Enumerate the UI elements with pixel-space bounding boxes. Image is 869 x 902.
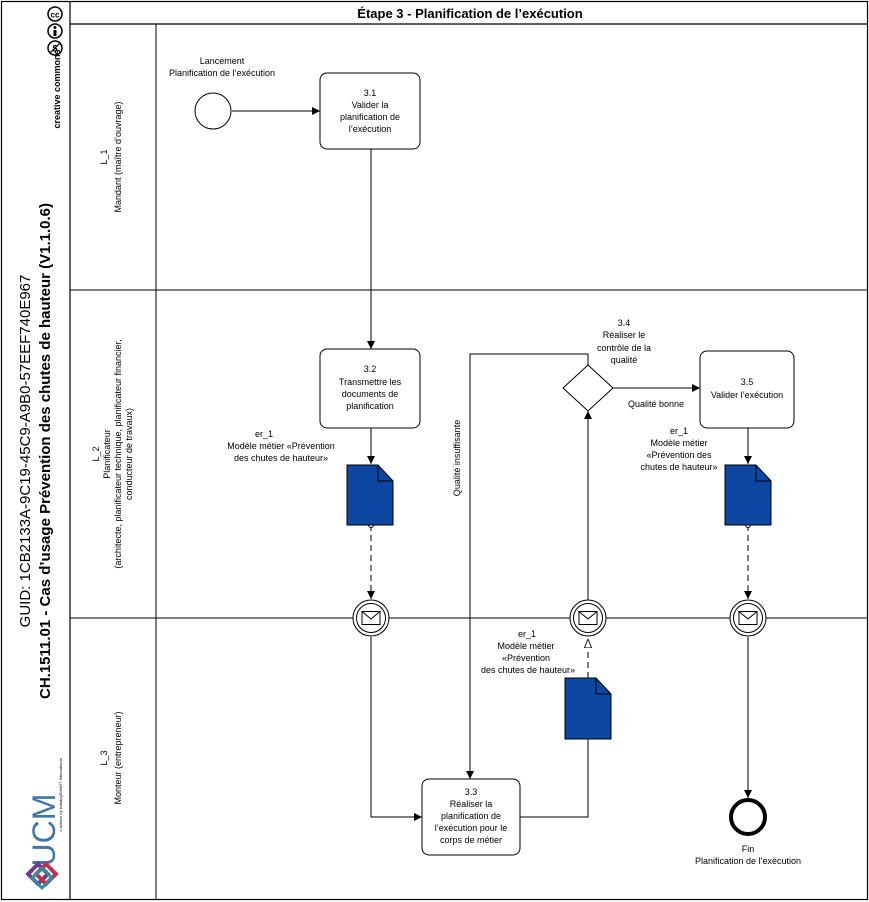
task-3-5-number: 3.5 (741, 377, 754, 387)
data-object-1[interactable]: er_1 Modèle métier «Prévention des chute… (227, 429, 394, 526)
gateway-label-1: Réaliser le (603, 330, 646, 340)
task-3-1-box[interactable] (319, 72, 421, 150)
task-3-3-box[interactable] (421, 778, 521, 856)
end-event-label-1: Fin (742, 844, 755, 854)
lane-3-id: L_3 (99, 750, 109, 765)
envelope-flap (578, 611, 598, 620)
quality-insufficient-label: Qualité insuffisante (452, 420, 462, 496)
task-3-2-number: 3.2 (364, 364, 377, 374)
creative-commons-logo: cc $ creative commons (47, 6, 63, 129)
doc-2-label-2: «Prévention (502, 653, 550, 663)
by-icon-body (53, 30, 57, 36)
doc-3-label-3: chutes de hauteur» (640, 462, 717, 472)
end-event-label-2: Planification de l’exécution (695, 856, 801, 866)
doc-2-id: er_1 (518, 629, 536, 639)
message-event-3[interactable] (729, 599, 767, 637)
task-3-3-label-4: corps de métier (440, 835, 502, 845)
task-3-3-number: 3.3 (465, 787, 478, 797)
guid-title: GUID: 1CB2133A-9C19-45C9-A9B0-57EEF740E9… (17, 275, 34, 628)
task-3-2-label-1: Transmettre les (339, 377, 402, 387)
stage-title: Étape 3 - Planification de l’exécution (357, 6, 582, 21)
task-3-2-label-3: planification (346, 401, 394, 411)
start-event-label-1: Lancement (200, 56, 245, 66)
task-3-3-label-3: l’exécution pour le (435, 823, 508, 833)
lane-2-role-detail-2: conducteur de travaux) (124, 408, 134, 500)
nc-icon-slash (49, 42, 61, 54)
ucm-knot-icon (25, 861, 59, 891)
lane-3-role: Monteur (entrepreneur) (113, 711, 123, 804)
data-object-3[interactable]: er_1 Modèle métier «Prévention des chute… (640, 426, 772, 526)
doc-2-label-1: Modèle métier (497, 641, 554, 651)
message-event-2[interactable] (569, 599, 607, 637)
doc-3-label-2: «Prévention des (646, 450, 712, 460)
document-fold (755, 465, 771, 482)
flow-msg-to-3-3 (370, 637, 422, 821)
gateway-3-4[interactable]: 3.4 Réaliser le contrôle de la qualité (562, 318, 651, 412)
task-3-1-label-2: planification de (340, 112, 400, 122)
task-3-1-number: 3.1 (364, 88, 377, 98)
lane-1-role: Mandant (maître d’ouvrage) (113, 101, 123, 212)
task-3-1[interactable]: 3.1 Valider la planification de l’exécut… (319, 72, 421, 150)
by-icon-head (53, 26, 57, 29)
data-object-2[interactable]: er_1 Modèle métier «Prévention des chute… (481, 629, 612, 740)
task-3-3-label-2: planification de (441, 811, 501, 821)
ucm-wordmark: UCM (26, 794, 62, 867)
document-fold (595, 678, 611, 695)
flow-gateway-insufficient (466, 353, 589, 779)
use-case-title: CH.1511.01 - Cas d’usage Prévention des … (37, 203, 54, 699)
task-3-3-label-1: Réaliser la (450, 799, 493, 809)
task-3-1-label-1: Valider la (352, 100, 389, 110)
ucm-tagline: a service by buildingSMART International (58, 758, 63, 831)
task-3-1-label-3: l’exécution (349, 124, 392, 134)
start-event-label-2: Planification de l’exécution (169, 68, 275, 78)
lane-1-id: L_1 (99, 149, 109, 164)
envelope-flap (738, 611, 758, 620)
task-3-3[interactable]: 3.3 Réaliser la planification de l’exécu… (421, 778, 521, 856)
doc-1-id: er_1 (255, 429, 273, 439)
doc-2-label-3: des chutes de hauteur» (481, 665, 575, 675)
message-event-1[interactable] (352, 599, 390, 637)
gateway-label-2: contrôle de la (597, 343, 651, 353)
start-event[interactable] (194, 92, 232, 130)
task-3-5-label-1: Valider l’exécution (711, 390, 783, 400)
end-event[interactable] (729, 798, 767, 836)
doc-1-label-2: des chutes de hauteur» (234, 453, 328, 463)
doc-3-label-1: Modèle métier (650, 438, 707, 448)
document-icon[interactable] (564, 677, 612, 740)
ucm-logo: UCM a service by buildingSMART Internati… (25, 758, 63, 891)
cc-wordmark: creative commons (52, 49, 62, 128)
document-fold (377, 465, 393, 482)
lane-label-3: L_3 Monteur (entrepreneur) (99, 711, 123, 804)
lane-2-role: Planificateur (102, 429, 112, 479)
document-icon[interactable] (724, 464, 772, 526)
lane-label-1: L_1 Mandant (maître d’ouvrage) (99, 101, 123, 212)
doc-1-label-1: Modèle métier «Prévention (227, 441, 335, 451)
cc-icon-letters: cc (51, 11, 60, 20)
cc-icon (47, 6, 63, 22)
task-3-5-box[interactable] (699, 350, 795, 429)
quality-good-label: Qualité bonne (628, 399, 684, 409)
task-3-2-box[interactable] (319, 348, 421, 429)
envelope-flap (361, 611, 381, 620)
lane-2-id: L_2 (91, 446, 101, 461)
lane-label-2: L_2 Planificateur (architecte, planifica… (91, 339, 134, 568)
lane-2-role-detail: (architecte, planificateur technique, pl… (113, 339, 123, 568)
gateway-label-3: qualité (611, 355, 638, 365)
document-icon[interactable] (346, 464, 394, 526)
gateway-number: 3.4 (618, 318, 631, 328)
gateway-diamond[interactable] (562, 364, 614, 412)
flow-3-3-to-msg (520, 717, 588, 818)
task-3-2[interactable]: 3.2 Transmettre les documents de planifi… (319, 348, 421, 429)
doc-3-id: er_1 (670, 426, 688, 436)
task-3-2-label-2: documents de (342, 389, 399, 399)
task-3-5[interactable]: 3.5 Valider l’exécution (699, 350, 795, 429)
